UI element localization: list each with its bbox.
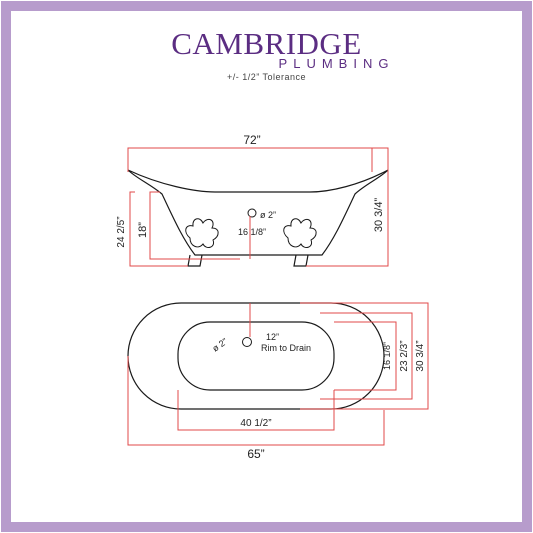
side-rim-height-label: 24 2/5” (116, 216, 127, 247)
side-depth-dimension-line (149, 191, 240, 260)
top-basin-length-label: 40 1/2” (240, 418, 271, 429)
side-rim-height-dimension-line (129, 191, 188, 267)
left-clawfoot-ornament (185, 218, 219, 248)
top-basin-width-label: 16 1/8” (382, 342, 392, 370)
top-view-basin (177, 321, 335, 391)
side-length-dimension-line (127, 147, 373, 172)
top-view: 65” 40 1/2” 12” Rim to Drain ø 2” 16 1/8… (127, 302, 429, 461)
left-foot (187, 254, 203, 267)
tolerance-note: +/- 1/2” Tolerance (226, 72, 307, 82)
side-depth-label: 18” (137, 222, 149, 238)
top-rim-to-drain-label: Rim to Drain (261, 343, 311, 353)
side-length-label: 72” (243, 133, 260, 147)
top-inner-width-label: 23 2/3” (399, 340, 410, 371)
top-drain-label: ø 2” (210, 336, 229, 353)
side-height-dimension-line (306, 147, 389, 267)
top-drain-icon (242, 337, 252, 347)
brand-logo-name: CAMBRIDGE (171, 26, 362, 61)
top-basin-length-dimension-line (177, 390, 335, 431)
top-inner-width-dimension-line (320, 312, 413, 400)
top-basin-width-dimension-line (334, 321, 397, 391)
top-outer-width-label: 30 3/4” (415, 340, 426, 371)
top-length-label: 65” (247, 447, 264, 461)
side-drain-height-label: 16 1/8” (238, 227, 266, 237)
right-clawfoot-ornament (283, 218, 317, 248)
top-length-dimension-line (127, 356, 385, 446)
side-view-tub-outline (127, 169, 389, 256)
top-outer-width-dimension-line (300, 302, 429, 410)
side-drain-icon (247, 208, 257, 218)
side-height-label: 30 3/4” (373, 198, 385, 233)
top-rim-to-drain-value: 12” (266, 332, 279, 342)
side-view: 72” 30 3/4” 24 2/5” 18” ø 2” 16 1/8” (116, 133, 389, 267)
side-drain-label: ø 2” (260, 210, 276, 220)
top-view-outer-rim (127, 302, 385, 410)
brand-logo-subtitle: PLUMBING (278, 56, 395, 71)
right-foot (293, 254, 309, 267)
